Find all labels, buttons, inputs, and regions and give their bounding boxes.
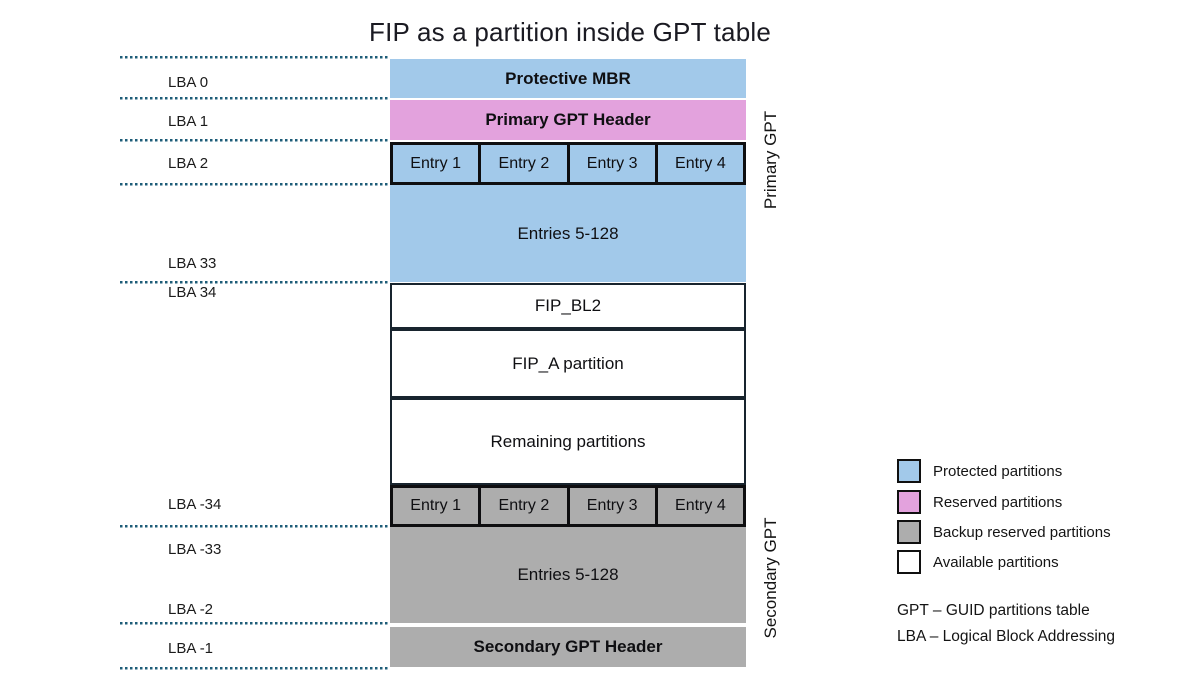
lba-label-33: LBA 33: [168, 255, 217, 272]
primary-entry-3: Entry 3: [569, 145, 658, 182]
dotted-line: [120, 622, 390, 625]
lba-label-n1: LBA -1: [168, 640, 214, 657]
lba-label-0: LBA 0: [168, 74, 209, 91]
dotted-line: [120, 139, 390, 142]
side-label-primary-gpt: Primary GPT: [761, 110, 780, 210]
primary-entry-row: Entry 1 Entry 2 Entry 3 Entry 4: [390, 142, 746, 185]
block-secondary-gpt-header: Secondary GPT Header: [390, 627, 746, 667]
lba-label-n2: LBA -2: [168, 601, 214, 618]
legend-swatch-reserved: [897, 490, 921, 514]
block-secondary-entries-rest: Entries 5-128: [390, 527, 746, 623]
secondary-entry-row: Entry 1 Entry 2 Entry 3 Entry 4: [390, 485, 746, 527]
legend-item-protected: Protected partitions: [897, 459, 1062, 483]
legend-swatch-backup: [897, 520, 921, 544]
dotted-line: [120, 281, 390, 284]
abbreviation-lba: LBA – Logical Block Addressing: [897, 628, 1115, 645]
legend-swatch-available: [897, 550, 921, 574]
dotted-line: [120, 56, 390, 59]
legend-item-reserved: Reserved partitions: [897, 490, 1062, 514]
block-primary-entries-rest: Entries 5-128: [390, 185, 746, 282]
legend-label-available: Available partitions: [933, 553, 1059, 571]
legend-label-reserved: Reserved partitions: [933, 493, 1063, 511]
primary-entry-1: Entry 1: [393, 145, 482, 182]
primary-entry-2: Entry 2: [481, 145, 570, 182]
side-label-secondary-gpt: Secondary GPT: [761, 517, 780, 639]
lba-label-n33: LBA -33: [168, 541, 222, 558]
lba-label-2: LBA 2: [168, 155, 209, 172]
block-fip-a-partition: FIP_A partition: [390, 329, 746, 398]
secondary-entry-3: Entry 3: [569, 488, 658, 524]
secondary-entry-2: Entry 2: [481, 488, 570, 524]
lba-label-34: LBA 34: [168, 284, 217, 301]
block-remaining-partitions: Remaining partitions: [390, 398, 746, 485]
legend-label-backup: Backup reserved partitions: [933, 523, 1111, 541]
lba-label-1: LBA 1: [168, 113, 209, 130]
block-protective-mbr: Protective MBR: [390, 59, 746, 98]
secondary-entry-1: Entry 1: [393, 488, 482, 524]
legend-swatch-protected: [897, 459, 921, 483]
abbreviation-gpt: GPT – GUID partitions table: [897, 602, 1090, 619]
primary-entry-4: Entry 4: [657, 145, 743, 182]
dotted-line: [120, 525, 390, 528]
secondary-entry-4: Entry 4: [657, 488, 743, 524]
legend-item-backup: Backup reserved partitions: [897, 520, 1111, 544]
dotted-line: [120, 667, 390, 670]
diagram-title: FIP as a partition inside GPT table: [368, 17, 772, 47]
dotted-line: [120, 97, 390, 100]
block-fip-bl2: FIP_BL2: [390, 283, 746, 329]
legend-item-available: Available partitions: [897, 550, 1059, 574]
legend-label-protected: Protected partitions: [933, 462, 1063, 480]
block-primary-gpt-header: Primary GPT Header: [390, 100, 746, 140]
dotted-line: [120, 183, 390, 186]
lba-label-n34: LBA -34: [168, 496, 222, 513]
